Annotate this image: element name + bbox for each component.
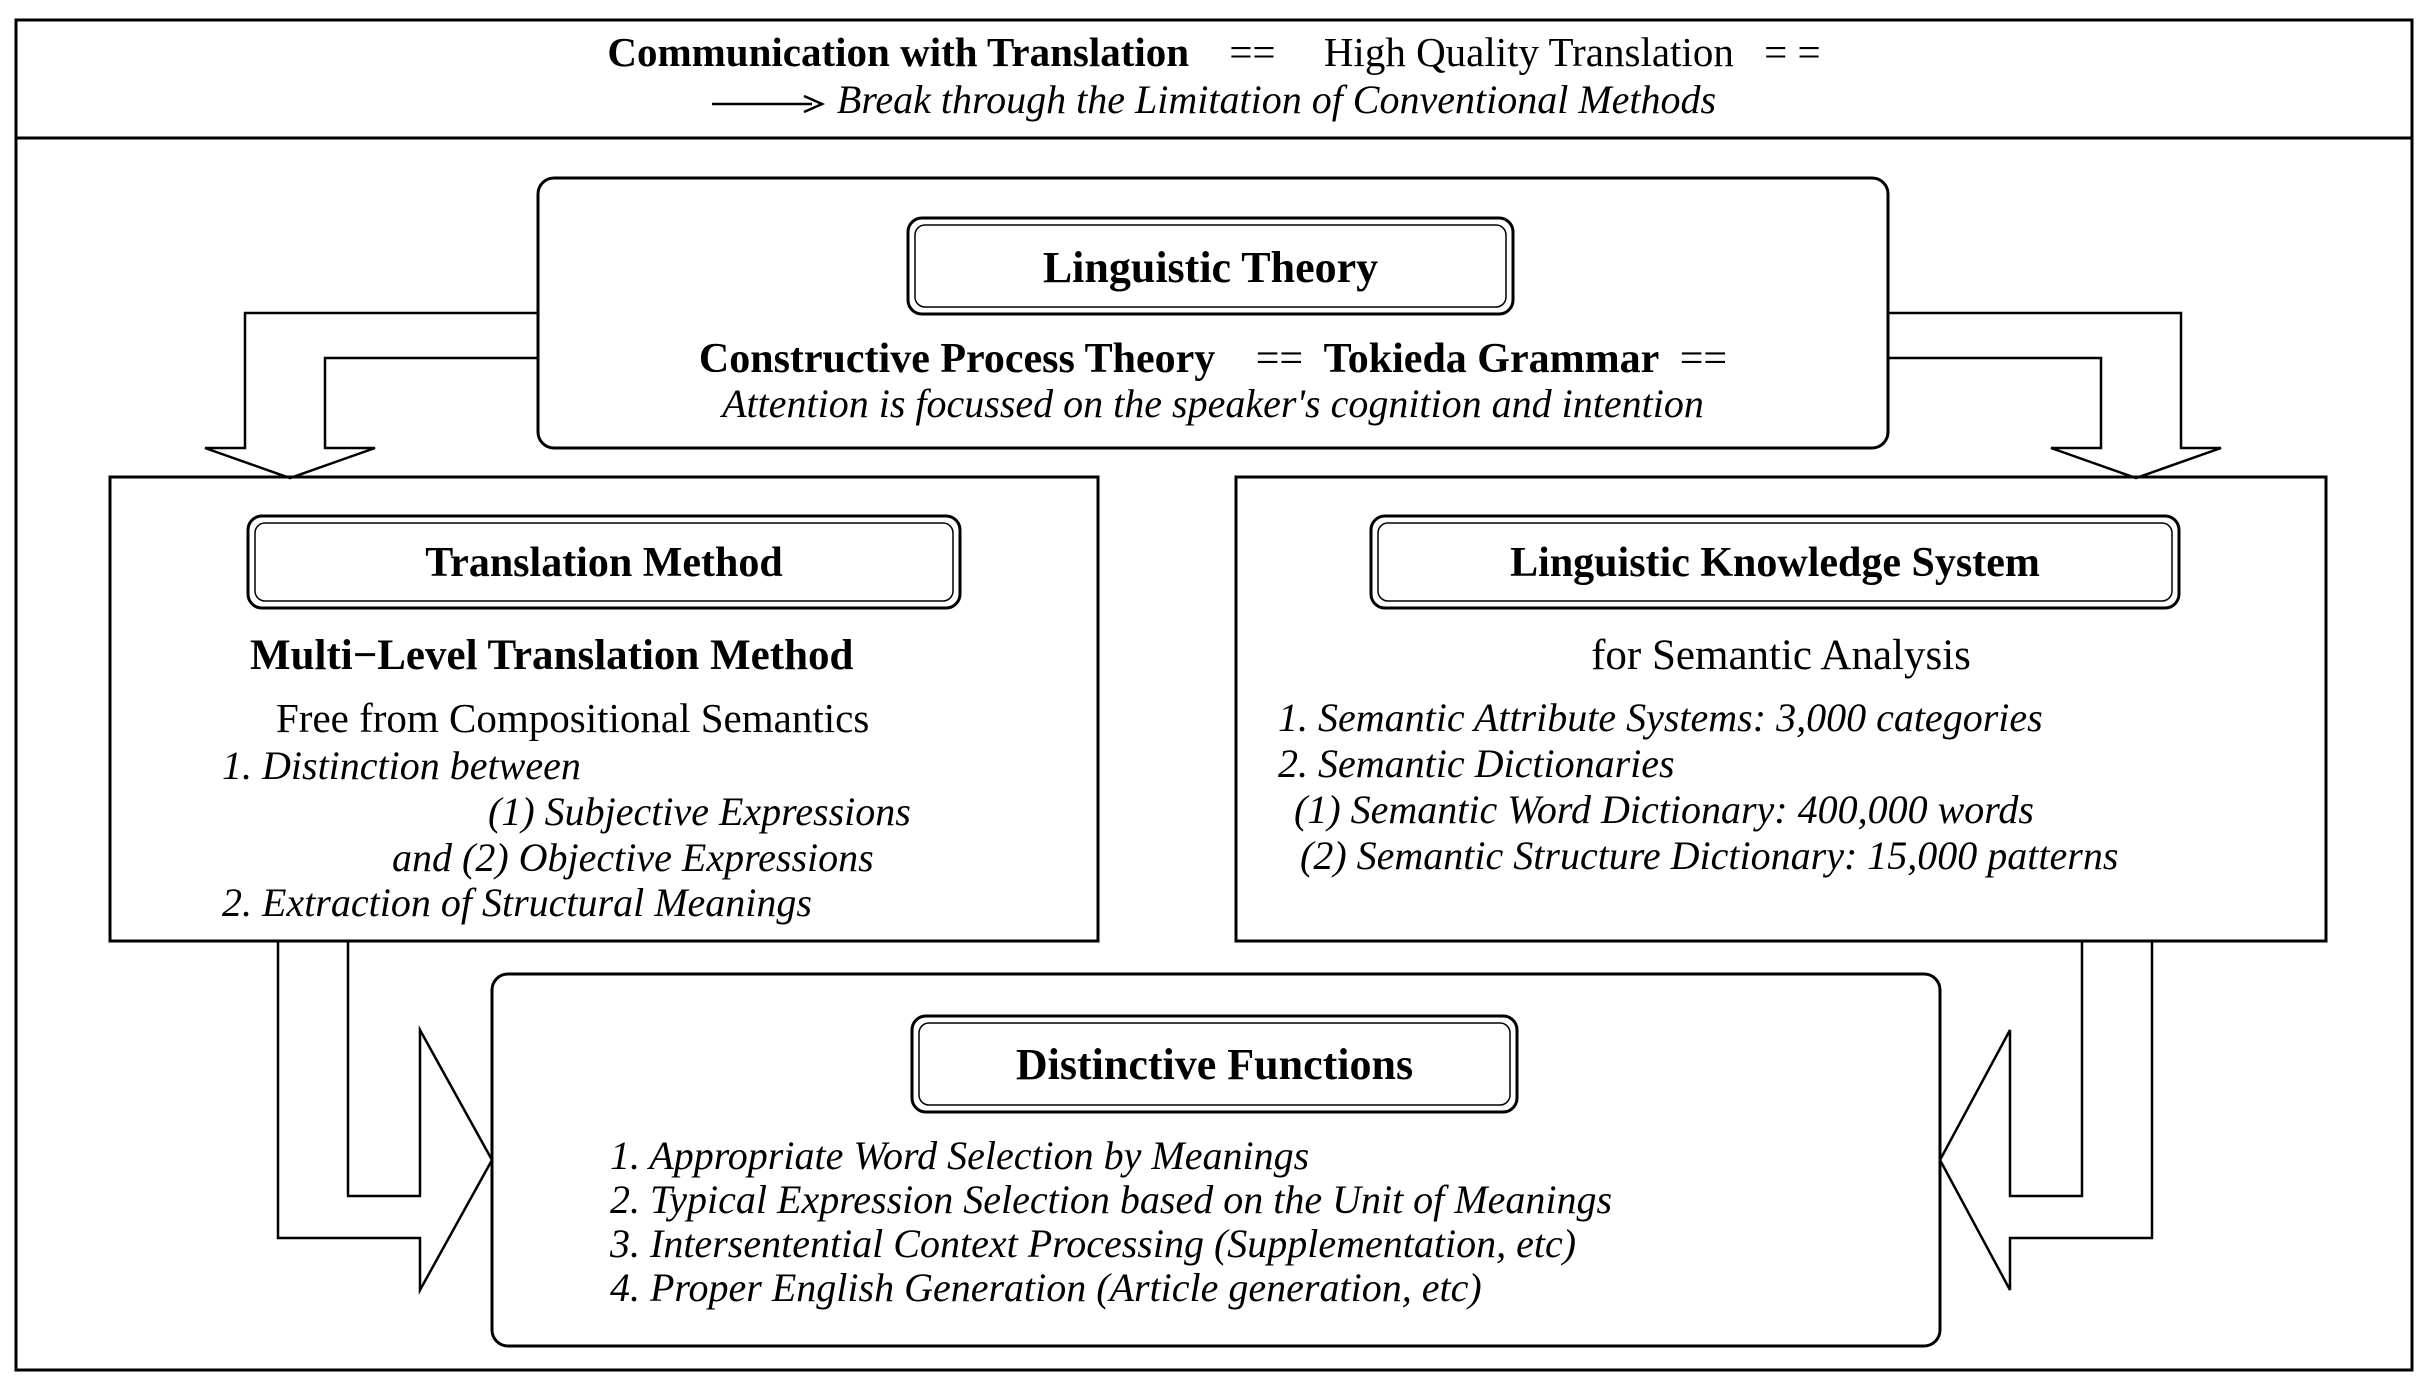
theory-line2: Attention is focussed on the speaker's c…: [722, 381, 1704, 426]
method-item1a: (1) Subjective Expressions: [488, 789, 911, 834]
outer-border: [14, 18, 2414, 1372]
method-title-frame: [246, 514, 962, 610]
header-line1-left: Communication with Translation: [607, 29, 1190, 75]
method-item2: 2. Extraction of Structural Meanings: [222, 880, 812, 925]
theory-title-frame: [906, 216, 1515, 316]
knowledge-item2a: (1) Semantic Word Dictionary: 400,000 wo…: [1294, 787, 2034, 832]
method-subtitle: Multi−Level Translation Method: [250, 632, 854, 679]
knowledge-box: [1234, 475, 2328, 943]
header-line1-sep1: ==: [1229, 29, 1276, 75]
method-box: [108, 475, 1100, 943]
knowledge-item1: 1. Semantic Attribute Systems: 3,000 cat…: [1278, 695, 2043, 740]
theory-line1: Constructive Process Theory == Tokieda G…: [538, 338, 1888, 380]
arrow-method-to-functions: [276, 941, 494, 1295]
theory-line1-sep: ==: [1255, 336, 1304, 382]
header-line2: Break through the Limitation of Conventi…: [16, 80, 2412, 120]
arrow-theory-to-knowledge: [1888, 311, 2222, 480]
functions-title: Distinctive Functions: [1015, 1040, 1414, 1089]
header-line1-right: High Quality Translation: [1323, 29, 1734, 75]
header-line2-text: Break through the Limitation of Conventi…: [836, 77, 1717, 122]
theory-line1-left: Constructive Process Theory: [698, 336, 1216, 382]
header-line1-sep2: = =: [1764, 29, 1821, 75]
method-item1b: and (2) Objective Expressions: [392, 835, 874, 880]
theory-line1-mid: Tokieda Grammar: [1323, 336, 1660, 382]
method-item1: 1. Distinction between: [222, 743, 581, 788]
knowledge-title: Linguistic Knowledge System: [1510, 540, 2040, 586]
method-line1: Free from Compositional Semantics: [276, 695, 870, 741]
right-arrow-icon: [711, 94, 825, 113]
functions-item1: 1. Appropriate Word Selection by Meaning…: [610, 1133, 1310, 1178]
functions-item2: 2. Typical Expression Selection based on…: [610, 1177, 1613, 1222]
knowledge-item2b: (2) Semantic Structure Dictionary: 15,00…: [1300, 833, 2119, 878]
arrow-knowledge-to-functions: [1938, 941, 2154, 1291]
theory-line1-end: ==: [1679, 336, 1728, 382]
functions-item4: 4. Proper English Generation (Article ge…: [610, 1265, 1482, 1310]
theory-title: Linguistic Theory: [1042, 243, 1379, 292]
functions-title-frame: [910, 1014, 1519, 1114]
knowledge-item2: 2. Semantic Dictionaries: [1278, 741, 1675, 786]
functions-item3: 3. Intersentential Context Processing (S…: [610, 1221, 1577, 1266]
arrow-theory-to-method: [204, 311, 538, 480]
knowledge-subtitle: for Semantic Analysis: [1591, 632, 1971, 679]
method-title: Translation Method: [425, 540, 783, 586]
header-line1: Communication with Translation == High Q…: [16, 32, 2412, 73]
knowledge-title-frame: [1369, 514, 2181, 610]
